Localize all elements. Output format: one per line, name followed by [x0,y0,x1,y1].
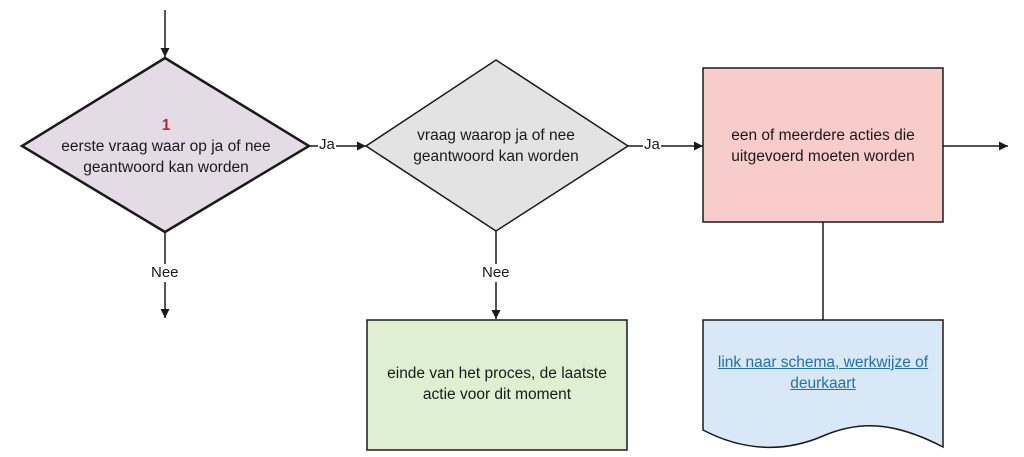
decision-q2-shape[interactable] [364,59,630,232]
decision-q2-label: vraag waarop ja of nee geantwoord kan wo… [400,125,592,167]
q1-no-label: Nee [150,264,180,282]
document-shape[interactable] [702,319,944,449]
end-box-text: einde van het proces, de laatste actie v… [387,365,607,403]
action-box-text: een of meerdere acties die uitgevoerd mo… [731,127,915,165]
end-box-shape[interactable] [366,319,628,451]
decision-q2-text: vraag waarop ja of nee geantwoord kan wo… [413,127,579,165]
q2-no-label: Nee [481,264,511,282]
end-box-label: einde van het proces, de laatste actie v… [377,363,617,405]
decision-q1-shape[interactable] [19,56,312,234]
q1-yes-label: Ja [318,136,336,154]
decision-q1-number: 1 [161,117,171,134]
document-link[interactable]: link naar schema, werkwijze of deurkaart [717,354,929,392]
document-label: link naar schema, werkwijze of deurkaart [713,352,933,394]
decision-q1-text: eerste vraag waar op ja of nee geantwoor… [61,138,271,176]
q2-yes-label: Ja [643,136,661,154]
action-box-label: een of meerdere acties die uitgevoerd mo… [718,125,928,167]
action-box-shape[interactable] [702,67,944,223]
decision-q1-label: 1 eerste vraag waar op ja of nee geantwo… [52,115,280,178]
